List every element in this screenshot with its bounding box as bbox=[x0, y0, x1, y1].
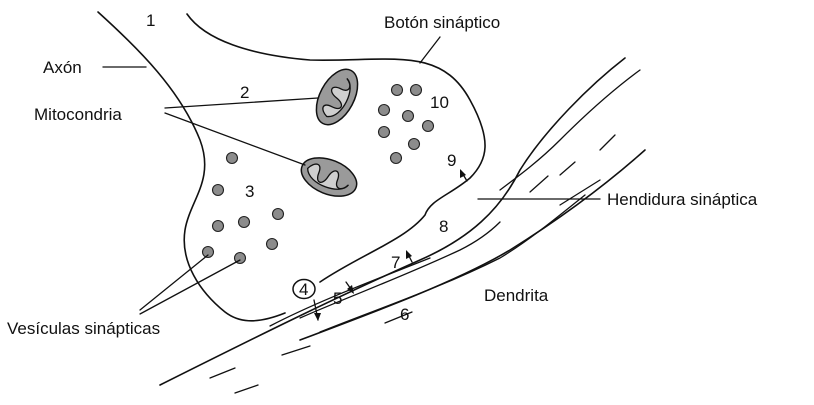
vesicle bbox=[379, 105, 390, 116]
dendrite-label: Dendrita bbox=[484, 286, 549, 305]
number-1: 1 bbox=[146, 11, 155, 30]
vesicle bbox=[273, 209, 284, 220]
number-7: 7 bbox=[391, 253, 400, 272]
dendrite-dash-1 bbox=[235, 385, 258, 393]
number-10: 10 bbox=[430, 93, 449, 112]
button-leader bbox=[420, 37, 440, 63]
synaptic-cleft-label: Hendidura sináptica bbox=[607, 190, 758, 209]
dendrite-dash-2 bbox=[210, 368, 235, 378]
dendrite-inner-line-3 bbox=[320, 195, 585, 332]
number-2: 2 bbox=[240, 83, 249, 102]
vesicle bbox=[409, 139, 420, 150]
number-6: 6 bbox=[400, 305, 409, 324]
vesicle bbox=[411, 85, 422, 96]
axon-left-outline bbox=[98, 12, 285, 321]
arrow-9 bbox=[460, 169, 467, 181]
number-4: 4 bbox=[299, 280, 308, 299]
dendrite-dash-7 bbox=[530, 176, 548, 192]
vesicle bbox=[203, 247, 214, 258]
vesicle bbox=[403, 111, 414, 122]
mitochondria-label: Mitocondria bbox=[34, 105, 122, 124]
mitochondrion-top bbox=[308, 63, 366, 132]
vesicle bbox=[379, 127, 390, 138]
arrow-7 bbox=[406, 250, 412, 262]
synaptic-vesicles-label: Vesículas sinápticas bbox=[7, 319, 160, 338]
vesicle bbox=[392, 85, 403, 96]
dendrite-dash-3 bbox=[282, 346, 310, 355]
dendrite-outline-top bbox=[160, 58, 625, 385]
axon-right-outline bbox=[187, 14, 485, 282]
number-3: 3 bbox=[245, 182, 254, 201]
number-9: 9 bbox=[447, 151, 456, 170]
vesicle bbox=[391, 153, 402, 164]
vesicle bbox=[239, 217, 250, 228]
number-8: 8 bbox=[439, 217, 448, 236]
axon-label: Axón bbox=[43, 58, 82, 77]
mitochondrion-bottom bbox=[296, 150, 363, 203]
vesicle bbox=[267, 239, 278, 250]
vesicle bbox=[213, 221, 224, 232]
vesicle bbox=[423, 121, 434, 132]
dendrite-dash-8 bbox=[600, 135, 615, 150]
number-5: 5 bbox=[333, 289, 342, 308]
vesicle bbox=[227, 153, 238, 164]
synaptic-button-label: Botón sináptico bbox=[384, 13, 500, 32]
vesicle bbox=[213, 185, 224, 196]
dendrite-dash-6 bbox=[560, 162, 575, 175]
